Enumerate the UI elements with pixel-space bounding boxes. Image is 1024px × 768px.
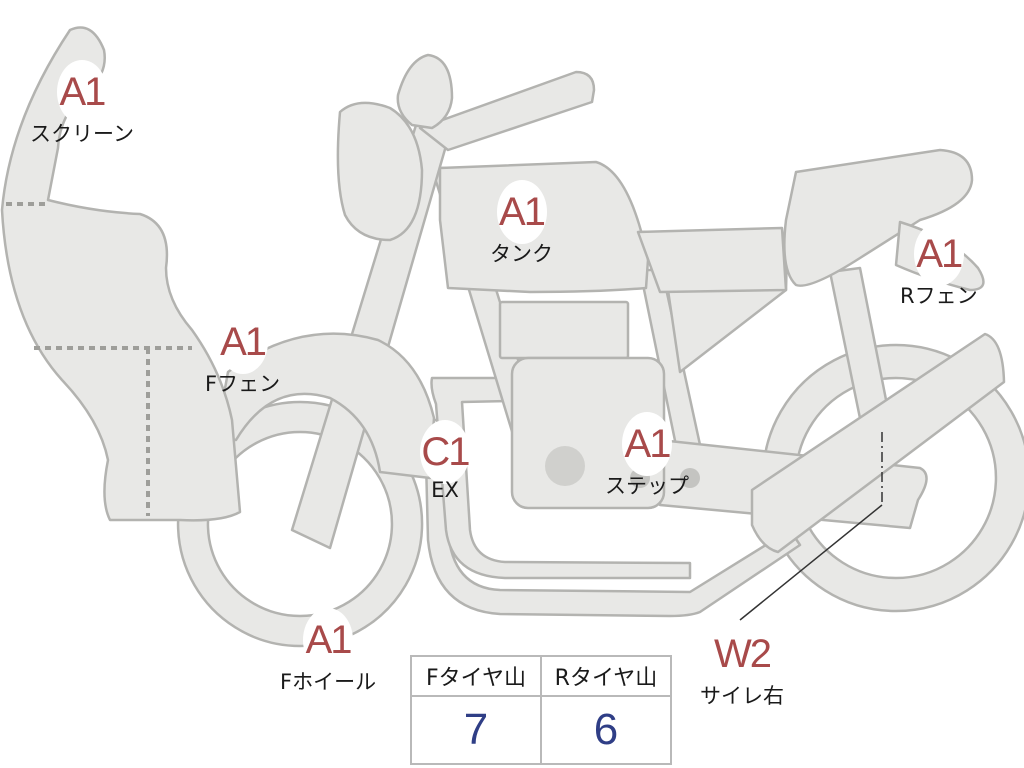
- damage-code-badge: A1: [496, 180, 547, 244]
- exhaust-pipe-lower: [423, 418, 802, 618]
- headlight: [336, 101, 424, 242]
- rear-wheel: [761, 343, 1024, 613]
- part-name: スクリーン: [30, 122, 134, 146]
- front-tire-tread-header: Fタイヤ山: [410, 655, 542, 697]
- part-name: EX: [431, 478, 459, 502]
- label-front-wheel: A1 Fホイール: [280, 608, 376, 696]
- label-rear-fender: A1 Rフェン: [900, 222, 978, 310]
- label-screen: A1 スクリーン: [30, 60, 134, 148]
- damage-code-badge: A1: [56, 60, 107, 124]
- footpeg: [680, 468, 700, 488]
- damage-code-badge: A1: [913, 222, 964, 286]
- damage-code-badge: A1: [622, 412, 672, 476]
- tire-tread-table: Fタイヤ山 Rタイヤ山 7 6: [410, 655, 672, 765]
- rear-tire-tread-value: 6: [540, 695, 672, 765]
- part-name: タンク: [490, 242, 553, 266]
- label-tank: A1 タンク: [490, 180, 553, 268]
- part-name: Fフェン: [205, 372, 281, 396]
- part-name: ステップ: [605, 474, 689, 498]
- mirror: [396, 53, 454, 130]
- seat: [636, 226, 788, 294]
- front-tire-tread-value: 7: [410, 695, 542, 765]
- part-name: Fホイール: [280, 670, 377, 694]
- muffler: [750, 332, 1006, 554]
- damage-code-badge: A1: [303, 608, 354, 672]
- part-name: サイレ右: [700, 684, 784, 708]
- label-front-fender: A1 Fフェン: [205, 310, 280, 398]
- label-muffler-right: W2 サイレ右: [700, 622, 784, 710]
- handlebar: [418, 70, 596, 152]
- engine-head: [498, 300, 630, 360]
- label-step: A1 ステップ: [605, 412, 689, 500]
- leader-line: [739, 504, 883, 621]
- engine-cover: [545, 446, 585, 486]
- label-exhaust: C1 EX: [420, 420, 471, 502]
- tail-cowl: [783, 148, 974, 287]
- damage-code-badge: A1: [217, 310, 268, 374]
- damage-code-badge: C1: [420, 420, 471, 484]
- part-name: Rフェン: [900, 284, 978, 308]
- rear-tire-tread-header: Rタイヤ山: [540, 655, 672, 697]
- exhaust-pipe-upper: [430, 376, 692, 580]
- damage-code-badge: W2: [713, 622, 772, 686]
